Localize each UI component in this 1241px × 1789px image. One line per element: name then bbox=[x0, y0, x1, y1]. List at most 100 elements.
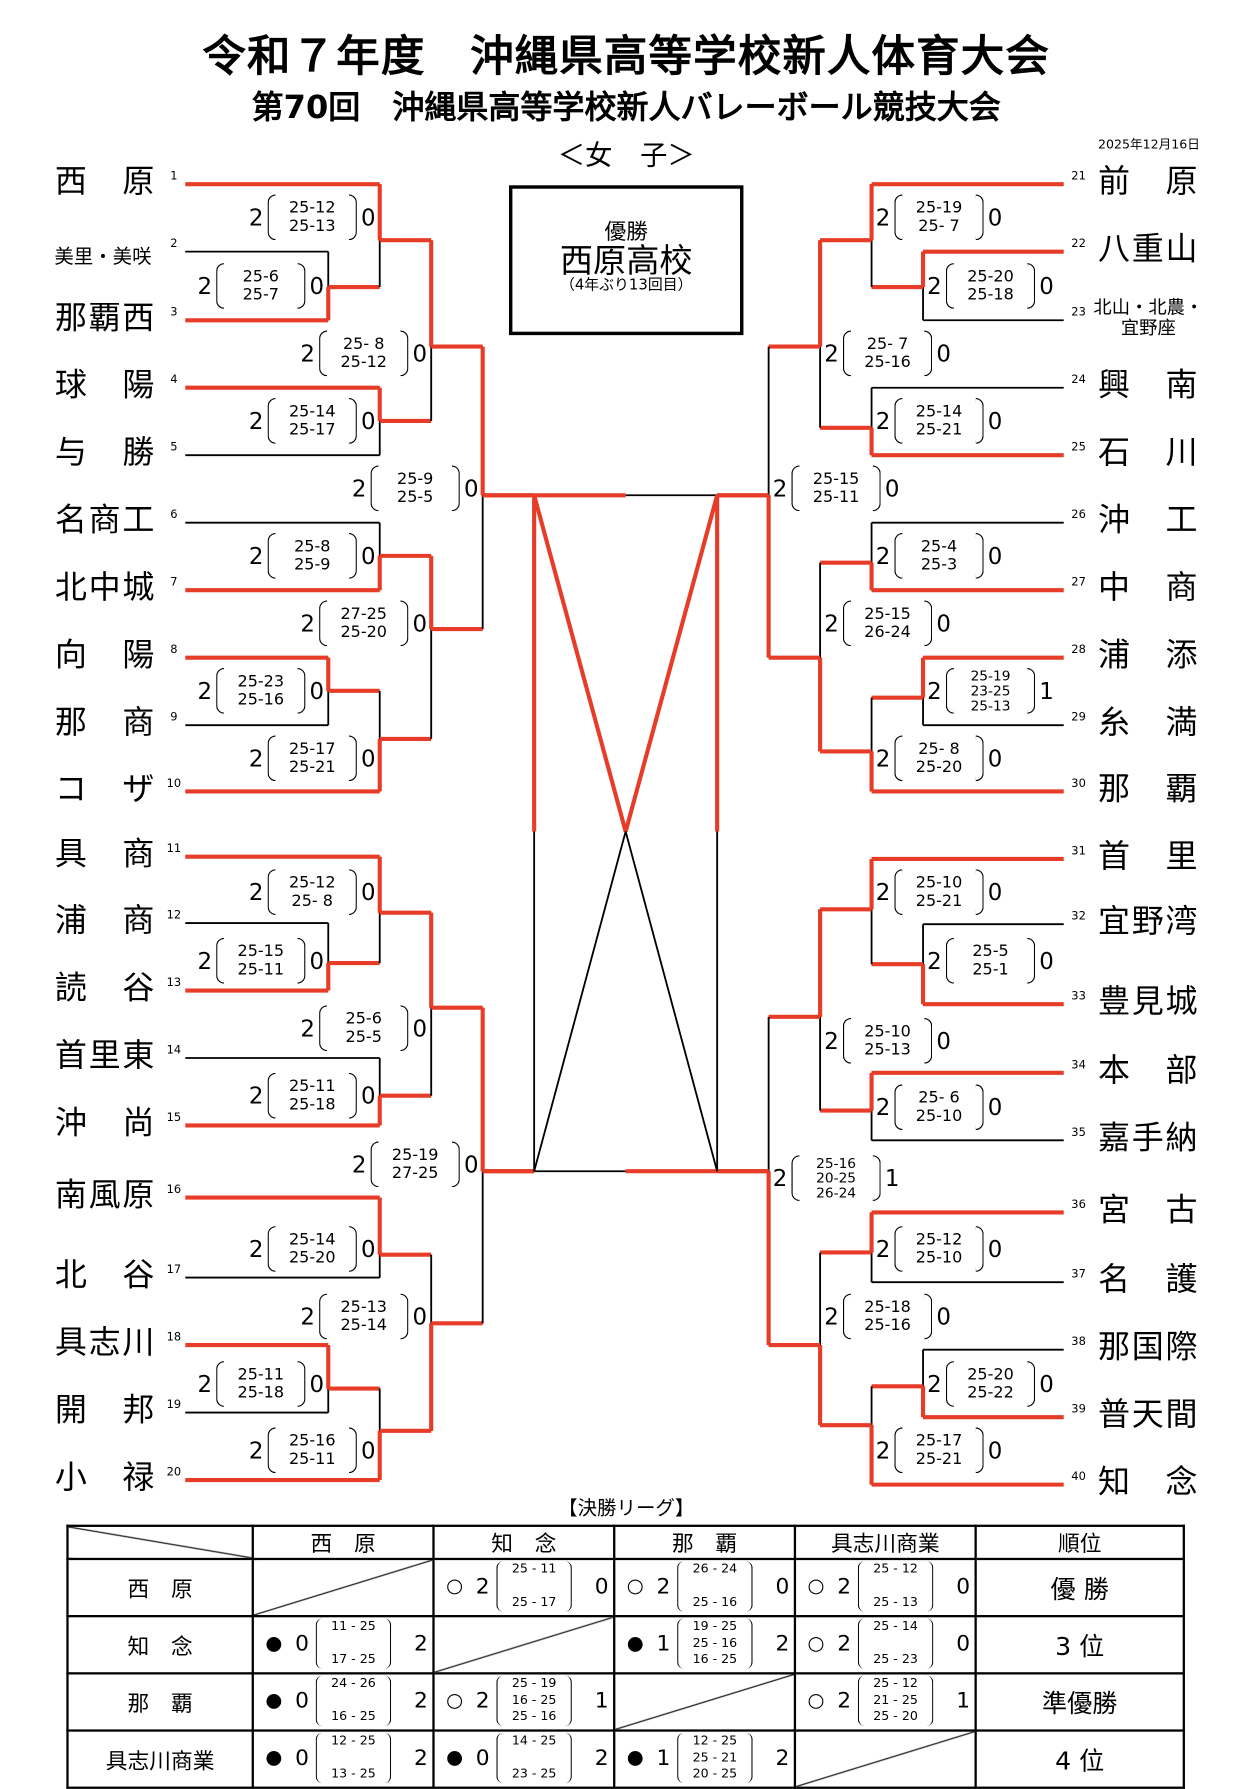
win-mark-icon: ○ bbox=[626, 1574, 644, 1598]
team-number: 37 bbox=[1071, 1268, 1086, 1282]
sets-won: 2 bbox=[875, 407, 891, 435]
team-number: 15 bbox=[166, 1111, 182, 1125]
team-name: 宮古 bbox=[1098, 1190, 1198, 1229]
set-score: 12 - 25 bbox=[331, 1732, 376, 1748]
bracket-close bbox=[348, 869, 357, 916]
set-score: 25- 6 bbox=[918, 1088, 960, 1108]
sets-won: 2 bbox=[927, 677, 942, 705]
team-number: 3 bbox=[170, 306, 178, 320]
bracket-close bbox=[975, 869, 984, 916]
bracket-open bbox=[267, 398, 276, 444]
league-column-header: 知 念 bbox=[432, 1524, 616, 1561]
bracket-open bbox=[267, 1427, 276, 1474]
team-name: 北中城 bbox=[54, 568, 155, 607]
bracket-close bbox=[924, 1017, 933, 1064]
bracket-open bbox=[267, 735, 276, 782]
sets-lost: 0 bbox=[309, 272, 325, 300]
team-number: 30 bbox=[1071, 777, 1086, 791]
bracket-close bbox=[297, 1361, 306, 1407]
bracket-line bbox=[533, 831, 627, 1172]
set-score: 25-19 bbox=[915, 199, 963, 218]
bracket-close bbox=[451, 1141, 460, 1188]
bracket-close bbox=[348, 1226, 357, 1272]
league-title: 【決勝リーグ】 bbox=[558, 1497, 695, 1521]
sets-lost: 2 bbox=[414, 1688, 428, 1714]
win-mark-icon: ○ bbox=[807, 1689, 825, 1713]
sets-lost: 0 bbox=[1039, 1370, 1054, 1398]
bracket-close bbox=[400, 600, 409, 647]
set-score: 16 - 25 bbox=[331, 1708, 376, 1724]
set-score: 25-6 bbox=[345, 1009, 382, 1029]
team-name: 北谷 bbox=[54, 1255, 155, 1294]
set-score: 25-17 bbox=[915, 1432, 963, 1451]
bracket-close bbox=[975, 1084, 984, 1131]
set-score: 25-20 bbox=[915, 758, 963, 777]
team-number: 40 bbox=[1071, 1470, 1086, 1484]
team-name: 読谷 bbox=[54, 968, 155, 1007]
bracket-open bbox=[894, 1226, 903, 1272]
team-name: 具商 bbox=[54, 834, 155, 873]
sets-won: 2 bbox=[351, 474, 367, 503]
sets-won: 2 bbox=[248, 407, 264, 435]
team-number: 29 bbox=[1071, 711, 1086, 725]
bracket-open bbox=[216, 263, 225, 309]
set-score: 25-16 bbox=[237, 690, 285, 710]
set-score: 21 - 25 bbox=[873, 1692, 918, 1708]
sets-lost: 0 bbox=[987, 407, 1003, 435]
set-score: 26-24 bbox=[816, 1184, 857, 1201]
team-name: 興南 bbox=[1098, 366, 1198, 404]
team-number: 16 bbox=[166, 1183, 182, 1197]
sets-lost: 0 bbox=[412, 1014, 428, 1042]
sets-lost: 0 bbox=[463, 1150, 479, 1179]
sets-won: 2 bbox=[300, 609, 315, 638]
sets-won: 2 bbox=[248, 744, 264, 773]
sets-won: 2 bbox=[248, 542, 264, 570]
sets-lost: 0 bbox=[361, 744, 376, 773]
league-column-header: 西 原 bbox=[251, 1524, 435, 1561]
set-score: 25 - 12 bbox=[873, 1675, 918, 1691]
bracket-open bbox=[791, 1155, 800, 1201]
set-score: 25-18 bbox=[967, 285, 1014, 305]
bracket-close bbox=[975, 398, 984, 444]
team-name: 糸満 bbox=[1098, 703, 1198, 742]
bracket-close bbox=[400, 330, 409, 377]
team-number: 24 bbox=[1071, 374, 1086, 387]
team-number: 34 bbox=[1071, 1059, 1086, 1072]
set-score: 25 - 23 bbox=[873, 1651, 918, 1667]
set-score: 25 - 20 bbox=[873, 1708, 918, 1724]
sets-won: 2 bbox=[197, 272, 213, 300]
sets-lost: 1 bbox=[956, 1688, 971, 1714]
corner-cell bbox=[66, 1524, 254, 1561]
set-score: 25-11 bbox=[812, 488, 860, 507]
set-score: 25-18 bbox=[288, 1095, 336, 1115]
team-name: 那国際 bbox=[1098, 1327, 1198, 1366]
team-name: 知念 bbox=[1098, 1462, 1198, 1501]
set-score: 25- 8 bbox=[918, 740, 960, 759]
sets-won: 2 bbox=[300, 1302, 315, 1331]
team-number: 7 bbox=[170, 576, 178, 590]
set-score: 25-21 bbox=[915, 420, 963, 440]
sets-won: 0 bbox=[475, 1745, 490, 1771]
sets-lost: 0 bbox=[936, 1302, 951, 1331]
champion-box: 優勝 西原高校 （4年ぶり13回目） bbox=[508, 185, 744, 336]
page-subtitle: 第70回 沖縄県高等学校新人バレーボール競技大会 bbox=[251, 88, 1001, 126]
sets-lost: 2 bbox=[775, 1745, 790, 1771]
sets-won: 2 bbox=[197, 947, 213, 975]
sets-won: 2 bbox=[197, 677, 213, 705]
